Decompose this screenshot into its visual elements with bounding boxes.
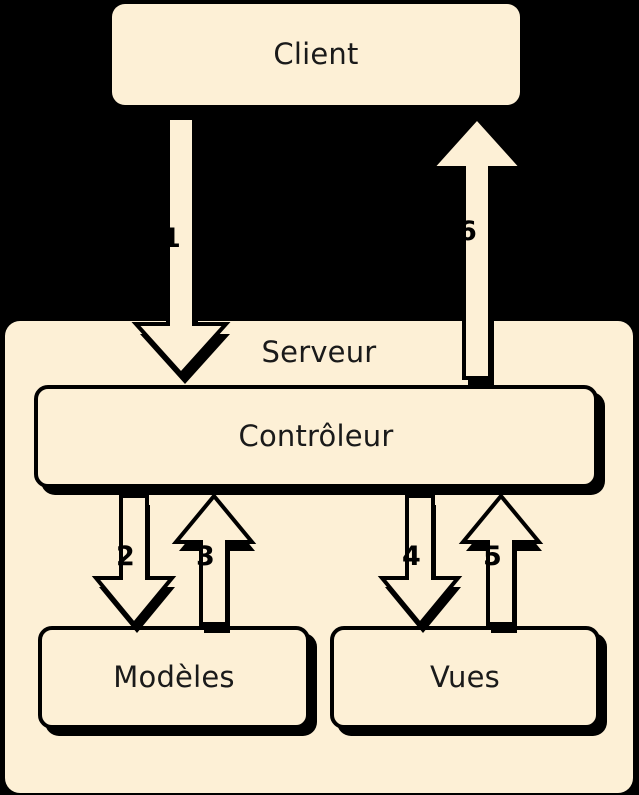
modeles-label: Modèles (113, 660, 235, 694)
arrow-3-modeles-to-controleur[interactable]: 3 (168, 492, 278, 642)
controleur-label: Contrôleur (238, 419, 394, 453)
arrow-6-label: 6 (458, 216, 477, 247)
serveur-label: Serveur (261, 335, 377, 369)
arrow-2-label: 2 (116, 541, 135, 572)
arrow-5-vues-to-controleur[interactable]: 5 (455, 492, 565, 642)
modeles-box[interactable]: Modèles (38, 626, 310, 729)
arrow-3-label: 3 (196, 541, 215, 572)
arrow-6-controleur-to-client[interactable]: 6 (424, 114, 554, 389)
client-label: Client (273, 37, 359, 71)
arrow-4-controleur-to-vues[interactable]: 4 (374, 492, 484, 642)
client-box[interactable]: Client (112, 4, 520, 105)
controleur-box[interactable]: Contrôleur (34, 385, 598, 488)
arrow-1-client-to-controleur[interactable]: 1 (128, 112, 258, 387)
vues-box[interactable]: Vues (330, 626, 600, 729)
arrow-4-label: 4 (402, 541, 421, 572)
arrow-1-label: 1 (162, 223, 181, 254)
vues-label: Vues (429, 660, 500, 694)
arrow-5-label: 5 (483, 541, 502, 572)
arrow-2-controleur-to-modeles[interactable]: 2 (88, 492, 198, 642)
